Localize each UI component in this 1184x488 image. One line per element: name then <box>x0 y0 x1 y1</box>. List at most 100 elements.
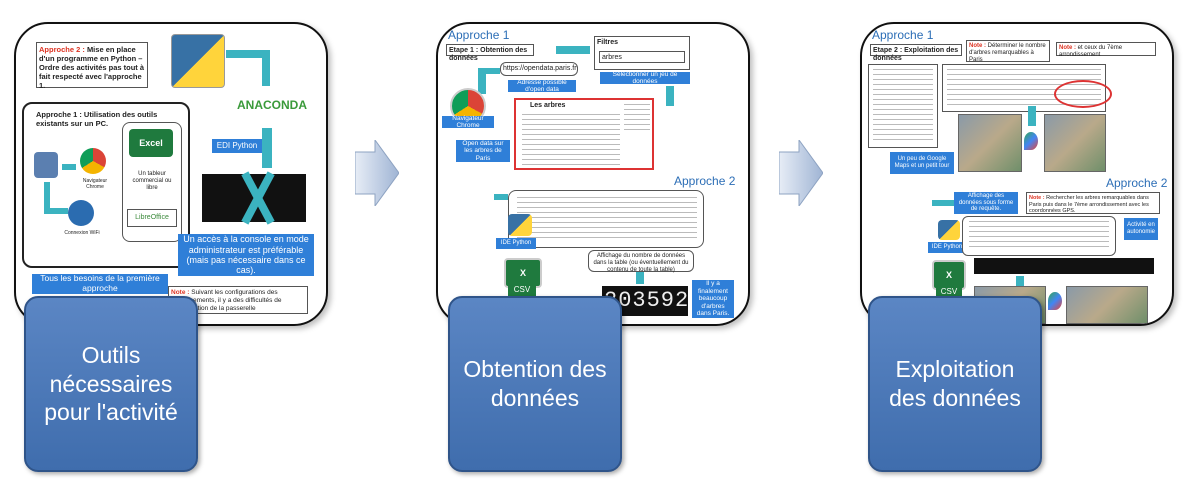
url-label: Adresse possible d'open data <box>508 79 576 93</box>
excel-icon: Excel <box>129 129 173 157</box>
config-note-text: Suivant les configurations des établisse… <box>171 289 282 312</box>
python-code <box>508 190 704 248</box>
flow-arrow-icon <box>779 140 823 206</box>
filter-value: arbres <box>602 54 622 61</box>
chrome-icon <box>80 148 106 174</box>
google-maps-icon <box>1048 292 1062 310</box>
filter-input: arbres <box>599 51 685 63</box>
count-label: Affichage du nombre de données dans la t… <box>588 250 694 273</box>
tree-photo <box>1066 286 1148 324</box>
approach2-note: Approche 2 : Mise en place d'un programm… <box>36 42 148 90</box>
panel-data-retrieval: Approche 1 Etape 1 : Obtention des donné… <box>436 22 750 326</box>
connector-arrow <box>478 68 486 94</box>
python-logo-icon <box>938 220 960 240</box>
street-photo <box>958 114 1022 172</box>
dataset-options <box>624 104 650 134</box>
connector-arrow <box>636 272 644 284</box>
panel-data-exploitation: Approche 1 Etape 2 : Exploitation des do… <box>860 22 1174 326</box>
connexion-label: Connexion WiFi <box>64 230 100 236</box>
maps-label: Un peu de Google Maps et un petit tour <box>890 152 954 174</box>
caption-exploitation: Exploitation des données <box>868 296 1042 472</box>
python-logo-icon <box>171 34 225 88</box>
connector-arrow <box>262 128 272 168</box>
caption-retrieval: Obtention des données <box>448 296 622 472</box>
connector-arrow <box>62 164 76 170</box>
caption-retrieval-text: Obtention des données <box>463 356 607 411</box>
filters-title: Filtres <box>597 39 619 46</box>
dataset-title: Les arbres <box>530 102 566 109</box>
connector-arrow <box>44 182 50 212</box>
highlight-circle <box>1054 80 1112 108</box>
tree-photo <box>1044 114 1106 172</box>
step1-label: Etape 1 : Obtention des données <box>446 44 534 62</box>
note3: Note : Rechercher les arbres remarquable… <box>1026 192 1160 214</box>
libreoffice-text: LibreOffice <box>135 213 169 221</box>
filters-panel: Filtres arbres <box>594 36 690 70</box>
excel-text: Excel <box>139 137 163 148</box>
note2-title: Note : <box>1059 45 1076 51</box>
connector-arrow <box>1028 106 1036 126</box>
note2: Note : et ceux du 7ème arrondissement <box>1056 42 1156 59</box>
flow-arrow-icon <box>355 140 399 206</box>
dataset-card: Les arbres <box>514 98 654 170</box>
code-lines <box>969 221 1109 251</box>
step2-label: Etape 2 : Exploitation des données <box>870 44 962 62</box>
connector-arrow <box>44 208 68 214</box>
caption-tools-text: Outils nécessaires pour l'activité <box>44 341 178 426</box>
connector-arrow <box>666 86 674 106</box>
opendata-label: Open data sur les arbres de Paris <box>456 140 510 162</box>
note2-text: et ceux du 7ème arrondissement <box>1059 45 1123 59</box>
python-logo-icon <box>508 214 532 236</box>
connector-arrow <box>556 46 590 54</box>
sidebar-rows <box>873 69 933 143</box>
note1-title: Note : <box>969 43 986 49</box>
csv-label: CSV <box>936 286 962 298</box>
browser-label: Navigateur Chrome <box>442 115 494 129</box>
browser-label: Navigateur Chrome <box>82 178 108 190</box>
config-note-title: Note : <box>171 289 190 296</box>
note3-text: Rechercher les arbres remarquables dans … <box>1029 195 1149 215</box>
dataset-description <box>522 114 620 166</box>
connector-arrow <box>494 194 508 200</box>
connector-arrow <box>478 68 500 74</box>
tablet-group: Excel Un tableur commercial ou libre Lib… <box>122 122 182 242</box>
anaconda-text: ANACONDA <box>237 97 307 112</box>
caption-exploitation-text: Exploitation des données <box>889 356 1021 411</box>
approach2-note-text: Mise en place d'un programme en Python –… <box>39 45 145 90</box>
activity-label: Activité en autonomie <box>1124 218 1158 240</box>
panel-tools: Approche 2 : Mise en place d'un programm… <box>14 22 328 326</box>
python-code <box>962 216 1116 256</box>
query-output <box>974 258 1154 274</box>
approach1-heading: Approche 1 <box>448 28 510 42</box>
anaconda-logo: ANACONDA <box>231 88 313 122</box>
url-bar: https://opendata.paris.fr <box>500 62 578 76</box>
display-label: Affichage des données sous forme de requ… <box>954 192 1018 214</box>
ide-label: IDE Python <box>928 242 966 253</box>
needs-label: Tous les besoins de la première approche <box>32 273 168 294</box>
note1: Note : Déterminer le nombre d'arbres rem… <box>966 40 1050 64</box>
url-text: https://opendata.paris.fr <box>503 65 577 72</box>
ide-label: IDE Python <box>496 238 536 249</box>
caption-tools: Outils nécessaires pour l'activité <box>24 296 198 472</box>
connector-arrow <box>932 200 954 206</box>
approach2-heading: Approche 2 <box>1106 176 1168 190</box>
approach2-note-title: Approche 2 : <box>39 45 85 54</box>
trees-label: Il y a finalement beaucoup d'arbres dans… <box>692 280 734 318</box>
wifi-icon <box>68 200 94 226</box>
note1-text: Déterminer le nombre d'arbres remarquabl… <box>969 43 1046 64</box>
admin-console-label: Un accès à la console en mode administra… <box>178 234 314 276</box>
note3-title: Note : <box>1029 195 1045 201</box>
connector-arrow <box>262 50 270 86</box>
spreadsheet-sidebar <box>868 64 938 148</box>
connector-arrow <box>226 50 270 58</box>
libreoffice-logo: LibreOffice <box>127 209 177 227</box>
edi-python-label: EDI Python <box>212 139 262 153</box>
csv-label: CSV <box>508 284 536 296</box>
approach2-heading: Approche 2 <box>674 174 736 188</box>
google-maps-icon <box>1024 132 1038 150</box>
tablet-label: Un tableur commercial ou libre <box>132 171 172 192</box>
select-dataset-label: Sélectionner un jeu de données <box>600 71 690 85</box>
code-lines <box>517 197 697 241</box>
connector-arrow <box>1016 276 1024 286</box>
cross-icon <box>241 170 275 226</box>
